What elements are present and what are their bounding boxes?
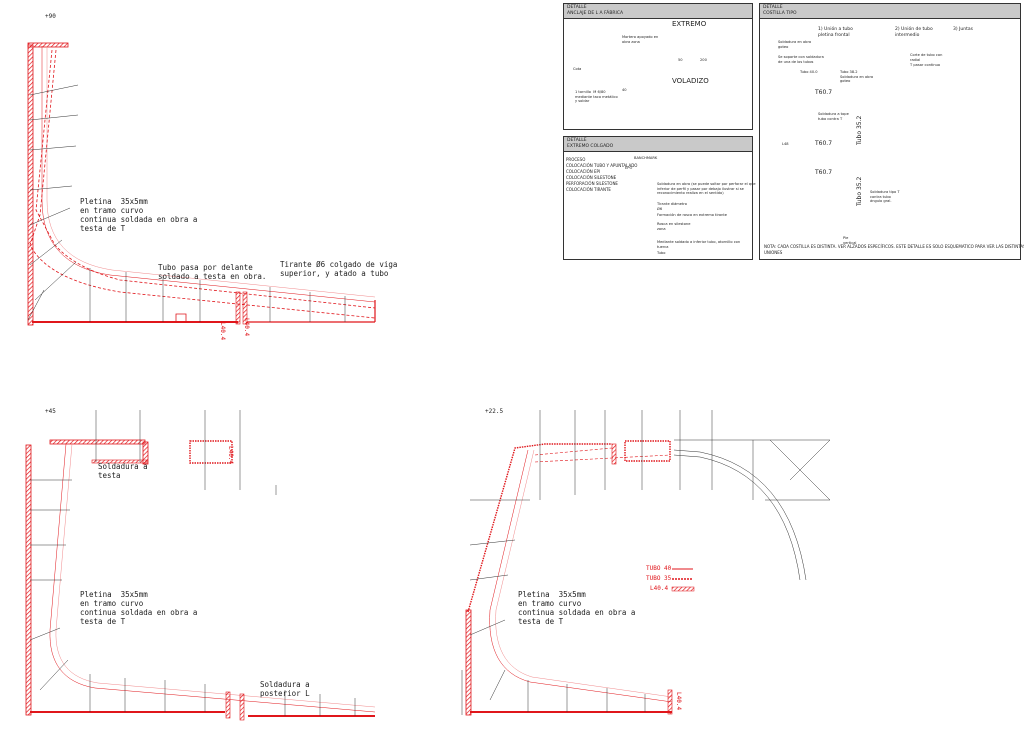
- panel-header: DETALLE COSTILLA TIPO: [760, 4, 1020, 19]
- note-tubo35: Tubo 38.2 Soldadura en obra goteo: [840, 70, 874, 83]
- note: Formación de rosca en extremo tirante: [657, 213, 728, 217]
- dim-b: 50: [678, 58, 683, 62]
- tube-40-inner: [46, 46, 376, 298]
- elevation-label: +22.5: [485, 408, 504, 415]
- note-soldtipo: Soldadura tipo T contra tubo ángulo gral…: [870, 190, 900, 203]
- note: Rosca en silestone zona: [657, 222, 691, 231]
- panel-header: DETALLE EXTREMO COLGADO: [564, 137, 752, 152]
- notch: [175, 313, 187, 322]
- tag-l40: L40.4: [243, 318, 250, 337]
- option-3: 3) Juntas: [953, 27, 973, 32]
- tee-2: T60.7: [815, 140, 833, 147]
- legend-tubo40: TUBO 40: [646, 565, 672, 572]
- label-extremo: EXTREMO: [672, 20, 707, 28]
- proceso-list: PROCESO COLOCACIÓN TUBO Y APUNTALADO COL…: [566, 157, 638, 192]
- panel-header: DETALLE ANCLAJE DE L A FÁBRICA: [564, 4, 752, 19]
- leader-lines: [27, 289, 45, 321]
- note-pletina: Pletina 35x5mm en tramo curvo continua s…: [80, 197, 198, 233]
- note-soldadura2: Soldadura a tope tubo contra T: [818, 112, 849, 121]
- note-cota: Cota: [573, 67, 582, 71]
- elevation-label: +90: [45, 13, 56, 20]
- dim-l48: L48: [782, 142, 789, 146]
- l40-profile-vertical: [27, 44, 34, 326]
- note-sold2: Se soporte con soldadura de una de los t…: [778, 55, 824, 64]
- rib-lines: [29, 84, 346, 322]
- tube-40-outer: [41, 46, 376, 303]
- note-tornillo: 1 tornillo M 6/80 mediante taco metálico…: [575, 90, 618, 103]
- nota: NOTA: CADA COSTILLA ES DISTINTA. VER ALZ…: [764, 244, 1024, 255]
- l40-joint-b: [242, 291, 248, 325]
- note: Tubo: [657, 251, 666, 255]
- section-plus90: [27, 42, 376, 326]
- note-tubo40: Tubo 40.0: [800, 70, 818, 74]
- tube-35-a: [35, 49, 376, 309]
- mark-epo: EPO: [625, 166, 633, 170]
- tag-l40: L40.4: [227, 446, 234, 465]
- tubo-label-b: Tubo 35.2: [856, 176, 863, 206]
- note-pletina: Pletina 35x5mm en tramo curvo continua s…: [518, 590, 636, 626]
- tube-end: [247, 300, 376, 323]
- note-posterior: Soldadura a posterior L: [260, 680, 310, 698]
- tee-3: T60.7: [815, 169, 833, 176]
- legend-l40: L40.4: [650, 585, 669, 592]
- note-tubo: Tubo pasa por delante soldado a testa en…: [158, 263, 267, 281]
- note: Soldadura en obra (se puede soltar por p…: [657, 182, 756, 195]
- legend-tubo35: TUBO 35: [646, 575, 672, 582]
- option-2: 2) Unión de tubo intermedio: [895, 27, 933, 38]
- note-tirante: Tirante Ø6 colgado de viga superior, y a…: [280, 260, 398, 278]
- note-mortero: Mortero apoyado en obra zona: [622, 35, 659, 44]
- note-bottom: Pie vertical: [843, 236, 857, 245]
- note-pasar: T pasar continuo: [910, 63, 941, 67]
- l40-profile-top: [27, 42, 69, 48]
- section-plus225: [461, 410, 831, 716]
- note: Mediante soldado a inferior tubo, atorni…: [657, 240, 741, 249]
- dim-a: 40: [622, 88, 627, 92]
- note: Tirante diámetro Ø6: [657, 202, 688, 211]
- panel-costilla: DETALLE COSTILLA TIPO: [759, 3, 1021, 260]
- l40-joint-a: [235, 291, 241, 325]
- tee-1: T60.7: [815, 89, 833, 96]
- note-pletina: Pletina 35x5mm en tramo curvo continua s…: [80, 590, 198, 626]
- panel-colgado: DETALLE EXTREMO COLGADO: [563, 136, 753, 260]
- note-soldadura: Soldadura a testa: [98, 462, 148, 480]
- elevation-label: +45: [45, 408, 56, 415]
- note-corte: Corte de tubo con radial: [910, 53, 943, 62]
- top-label: BANCHMARK: [634, 156, 658, 160]
- tube-35-b: [29, 49, 376, 319]
- note-sold1: Soldadura en obra goteo: [778, 40, 812, 49]
- panel-anclaje: DETALLE ANCLAJE DE L A FÁBRICA: [563, 3, 753, 130]
- tag-l40: L40.4: [675, 692, 682, 711]
- label-voladizo: VOLADIZO: [672, 77, 709, 85]
- section-plus45: [25, 410, 376, 721]
- legend-swatches: [671, 568, 695, 592]
- dim-c: 200: [700, 58, 707, 62]
- tag-l40: L40.4: [219, 322, 226, 341]
- option-1: 1) Unión a tubo pletina frontal: [818, 27, 853, 38]
- tubo-label-a: Tubo 35.2: [856, 115, 863, 145]
